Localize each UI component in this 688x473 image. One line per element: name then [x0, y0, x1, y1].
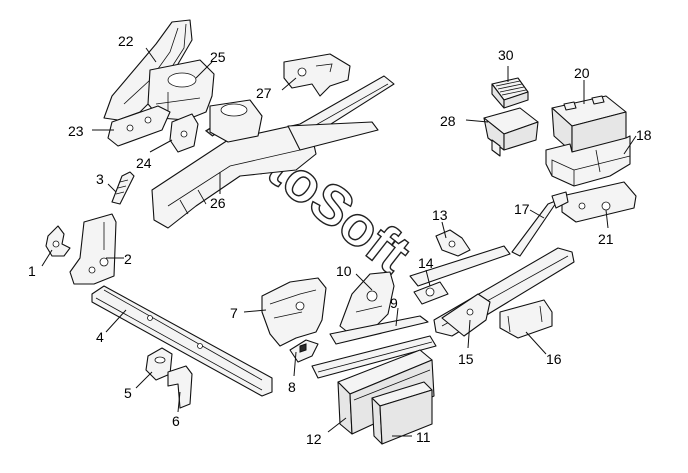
part-23: [107, 105, 171, 147]
part-30: [491, 77, 529, 109]
part-13: [435, 229, 471, 257]
callout-28: 28: [440, 113, 456, 129]
callout-10: 10: [336, 263, 352, 279]
part-24: [169, 113, 199, 153]
callout-9: 9: [390, 295, 398, 311]
part-15: [433, 247, 575, 337]
part-18: [545, 135, 631, 187]
callout-27: 27: [256, 85, 272, 101]
part-14: [409, 245, 511, 305]
part-27: [283, 53, 351, 97]
callout-7: 7: [230, 305, 238, 321]
callout-15: 15: [458, 351, 474, 367]
callout-4: 4: [96, 329, 104, 345]
callout-13: 13: [432, 207, 448, 223]
callout-17: 17: [514, 201, 530, 217]
part-17: [511, 191, 569, 257]
callout-14: 14: [418, 255, 434, 271]
callout-23: 23: [68, 123, 84, 139]
callout-12: 12: [306, 431, 322, 447]
part-11: [371, 381, 433, 445]
callout-1: 1: [28, 263, 36, 279]
callout-11: 11: [416, 429, 431, 445]
callout-8: 8: [288, 379, 296, 395]
part-8: [289, 339, 319, 363]
callout-25: 25: [210, 49, 226, 65]
callout-21: 21: [598, 231, 614, 247]
callout-6: 6: [172, 413, 180, 429]
callout-26: 26: [210, 195, 226, 211]
callout-16: 16: [546, 351, 562, 367]
callout-5: 5: [124, 385, 132, 401]
part-2: [69, 213, 117, 285]
callout-24: 24: [136, 155, 152, 171]
callouts: 1 2 3 4 5 6 7 8 9 10 11 12 13 14 15 16 1…: [28, 33, 652, 447]
part-21: [561, 181, 637, 223]
part-3: [111, 171, 135, 205]
part-25: [147, 59, 215, 121]
part-10: [339, 271, 395, 335]
callout-2: 2: [124, 251, 132, 267]
callout-22: 22: [118, 33, 134, 49]
part-28: [483, 107, 539, 157]
part-9: [311, 315, 437, 379]
part-7: [261, 277, 327, 347]
part-6: [167, 365, 193, 409]
callout-30: 30: [498, 47, 514, 63]
part-4: [91, 285, 273, 397]
leader-lines: [41, 47, 637, 437]
callout-20: 20: [574, 65, 590, 81]
part-1: [45, 225, 71, 257]
callout-18: 18: [636, 127, 652, 143]
part-16: [499, 299, 553, 339]
part-26: [151, 75, 395, 229]
callout-3: 3: [96, 171, 104, 187]
